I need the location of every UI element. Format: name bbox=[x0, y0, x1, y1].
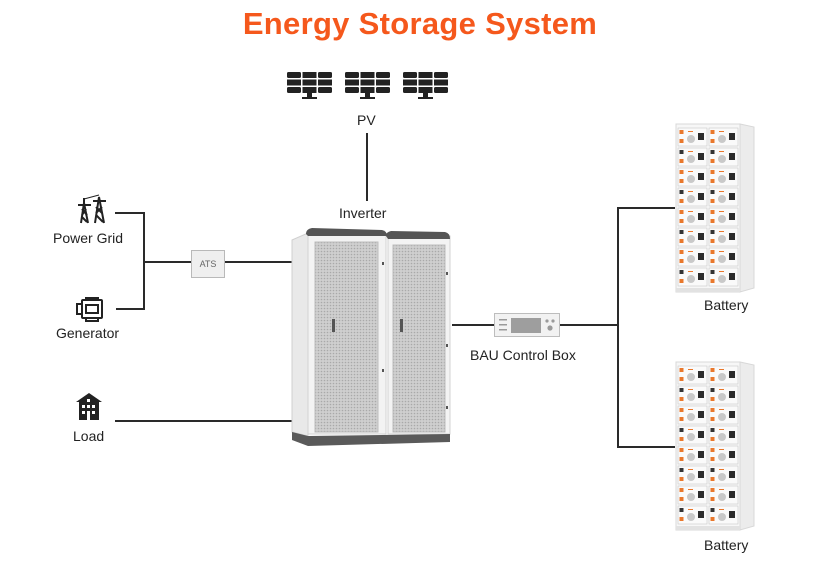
battery-module bbox=[708, 187, 739, 207]
battery-module bbox=[677, 207, 708, 227]
battery-top-connector bbox=[617, 207, 675, 209]
ats-box: ATS bbox=[191, 250, 225, 278]
battery-module bbox=[708, 465, 739, 485]
battery-module bbox=[708, 267, 739, 287]
battery-bottom-label: Battery bbox=[704, 537, 749, 553]
battery-rack bbox=[675, 123, 755, 293]
battery-module bbox=[677, 167, 708, 187]
generator-icon bbox=[76, 297, 103, 322]
bau-label: BAU Control Box bbox=[470, 347, 576, 363]
ats-inverter-connector bbox=[225, 261, 293, 263]
battery-module bbox=[708, 147, 739, 167]
battery-bus bbox=[617, 207, 619, 447]
solar-panel-icon bbox=[287, 72, 332, 99]
building-icon bbox=[76, 393, 102, 420]
load-label: Load bbox=[73, 428, 105, 444]
battery-module bbox=[677, 465, 708, 485]
inverter-bau-connector bbox=[452, 324, 494, 326]
battery-module bbox=[708, 207, 739, 227]
battery-module bbox=[677, 405, 708, 425]
battery-module bbox=[677, 505, 708, 525]
battery-module bbox=[708, 127, 739, 147]
power-grid-label: Power Grid bbox=[53, 230, 124, 246]
battery-module bbox=[677, 227, 708, 247]
battery-module bbox=[708, 425, 739, 445]
pv-inverter-connector bbox=[366, 133, 368, 201]
battery-module bbox=[708, 167, 739, 187]
solar-panel-icon bbox=[345, 72, 390, 99]
battery-rack bbox=[675, 361, 755, 531]
battery-module bbox=[708, 385, 739, 405]
power-grid-connector bbox=[115, 212, 145, 214]
battery-module bbox=[677, 425, 708, 445]
generator-connector bbox=[116, 308, 145, 310]
control-box-icon bbox=[494, 313, 560, 337]
generator-label: Generator bbox=[56, 325, 120, 341]
diagram-title: Energy Storage System bbox=[242, 6, 598, 41]
battery-top-label: Battery bbox=[704, 297, 749, 313]
battery-bottom-connector bbox=[617, 446, 675, 448]
battery-module bbox=[708, 247, 739, 267]
battery-module bbox=[708, 227, 739, 247]
battery-module bbox=[708, 365, 739, 385]
inverter-cabinet bbox=[291, 228, 451, 446]
power-tower-icon bbox=[78, 194, 106, 224]
battery-module bbox=[677, 247, 708, 267]
battery-module bbox=[708, 505, 739, 525]
battery-module bbox=[677, 187, 708, 207]
load-inverter-connector bbox=[115, 420, 293, 422]
battery-module bbox=[677, 485, 708, 505]
battery-module bbox=[677, 147, 708, 167]
battery-module bbox=[708, 405, 739, 425]
solar-panel-icon bbox=[403, 72, 448, 99]
solar-panels bbox=[287, 72, 448, 99]
inverter-label: Inverter bbox=[339, 205, 387, 221]
ats-label: ATS bbox=[199, 259, 217, 269]
battery-module bbox=[677, 365, 708, 385]
battery-module bbox=[677, 127, 708, 147]
battery-module bbox=[677, 385, 708, 405]
battery-module bbox=[677, 445, 708, 465]
bau-bus-connector bbox=[560, 324, 618, 326]
battery-module bbox=[708, 485, 739, 505]
battery-module bbox=[677, 267, 708, 287]
bus-ats-connector bbox=[143, 261, 191, 263]
battery-module bbox=[708, 445, 739, 465]
pv-label: PV bbox=[357, 112, 376, 128]
